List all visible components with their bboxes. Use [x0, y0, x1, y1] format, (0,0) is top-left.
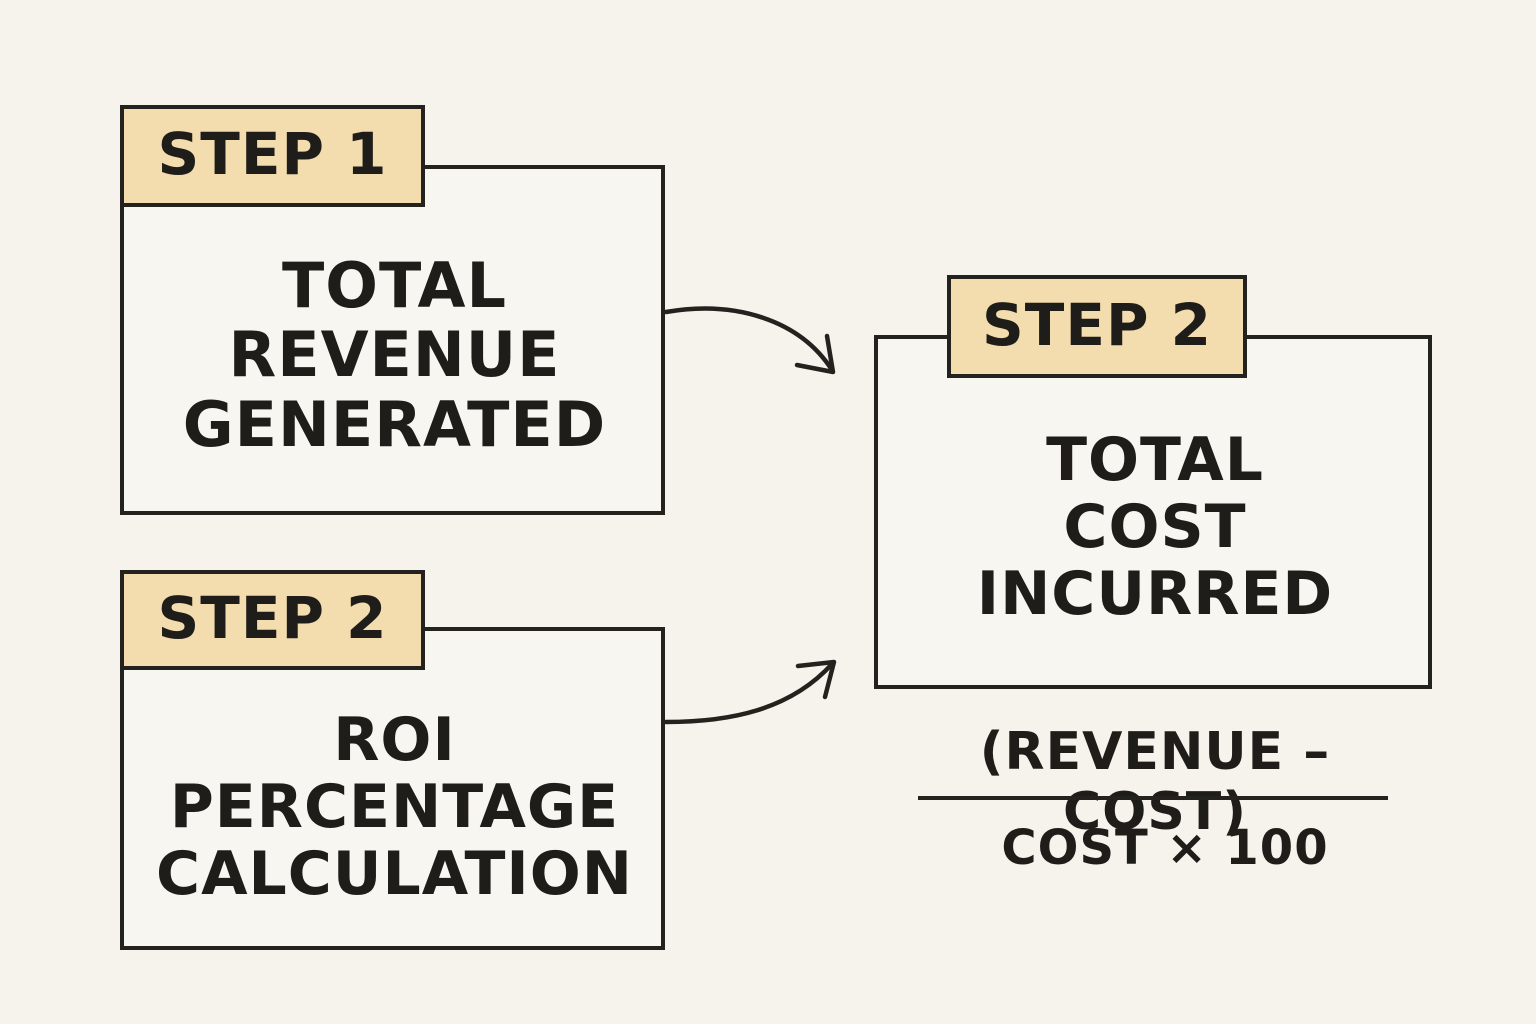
- step-1-line-3: GENERATED: [182, 387, 607, 461]
- step-2-cost-text: TOTAL COST INCURRED: [878, 420, 1432, 635]
- step-2-cost-line-2: COST: [1063, 491, 1247, 562]
- step-2-roi-box: [120, 627, 665, 950]
- arrow-step1-to-step3: [663, 306, 835, 373]
- arrowhead-step2-to-step3: [795, 659, 837, 700]
- step-1-line-2: REVENUE: [228, 318, 561, 392]
- step-2-cost-line-3: INCURRED: [976, 559, 1334, 630]
- step-2-roi-line-2: PERCENTAGE: [169, 771, 620, 842]
- step-2-roi-line-3: CALCULATION: [156, 839, 633, 910]
- formula-fraction-bar: [918, 796, 1388, 800]
- arrowhead-step1-to-step3: [794, 333, 836, 375]
- arrow-step2-to-step3: [663, 661, 835, 725]
- formula-numerator: (REVENUE – COST): [979, 722, 1331, 842]
- step-1-box: [120, 165, 665, 515]
- step-2-roi-tab: STEP 2: [120, 570, 425, 670]
- formula-denominator: COST × 100: [1001, 820, 1329, 876]
- step-2-cost-line-1: TOTAL: [1046, 424, 1264, 495]
- step-1-text: TOTAL REVENUE GENERATED: [124, 240, 665, 470]
- step-2-cost-box: [874, 335, 1432, 689]
- step-1-line-1: TOTAL: [282, 248, 507, 322]
- step-2-cost-tab: STEP 2: [947, 275, 1247, 378]
- step-2-roi-line-1: ROI: [333, 704, 456, 775]
- step-2-roi-text: ROI PERCENTAGE CALCULATION: [124, 700, 665, 915]
- step-1-tab: STEP 1: [120, 105, 425, 207]
